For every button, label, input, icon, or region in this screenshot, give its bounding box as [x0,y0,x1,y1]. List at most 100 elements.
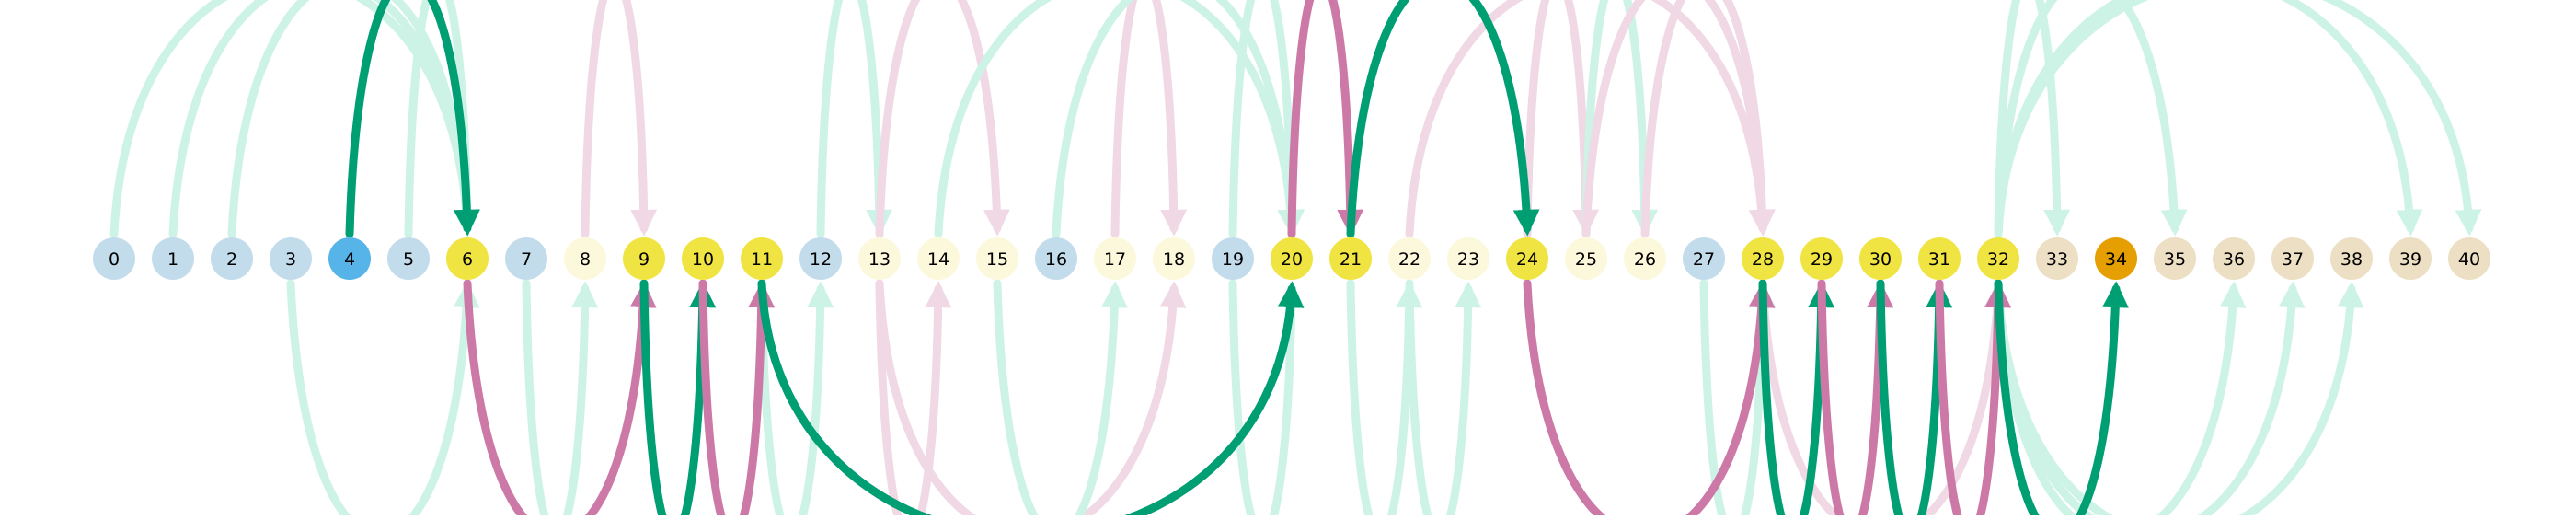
edge-27-to-28 [1699,279,1777,520]
edge-9-to-10 [639,279,717,520]
node-circle [1800,237,1843,280]
node-label: 16 [1045,249,1067,270]
node: 13 [858,237,901,280]
edge-24-to-25 [1523,0,1600,238]
edge-30-to-31 [1876,279,1953,520]
node-label: 29 [1811,249,1833,270]
node-label: 19 [1222,249,1244,270]
node-label: 26 [1634,249,1656,270]
node-label: 30 [1869,249,1892,270]
node-circle [2448,237,2490,280]
node-circle [93,237,135,280]
node-label: 25 [1575,249,1597,270]
edge-29-to-30 [1817,279,1894,520]
node-circle [1683,237,1725,280]
node-circle [1388,237,1431,280]
node: 1 [152,237,194,280]
node: 36 [2213,237,2255,280]
node-label: 0 [109,249,120,270]
node-label: 3 [285,249,296,270]
faint-edges-layer [109,0,2482,520]
edge-32-to-34 [1994,279,2129,520]
edge-19-to-20 [1228,0,1305,238]
node: 31 [1918,237,1961,280]
node-circle [799,237,842,280]
node-label: 35 [2164,249,2186,270]
node-circle [917,237,960,280]
node: 27 [1683,237,1725,280]
node-circle [1742,237,1784,280]
edge-31-to-32 [1935,279,2012,520]
node-circle [2154,237,2196,280]
edge-13-to-18 [875,279,1187,520]
edge-3-to-6 [286,279,480,520]
node-circle [858,237,901,280]
node-label: 32 [1987,249,2009,270]
edge-13-to-15 [875,0,1010,238]
node-label: 22 [1398,249,1420,270]
edge-28-to-29 [1758,279,1835,520]
node: 23 [1447,237,1489,280]
node-label: 34 [2105,249,2127,270]
node: 15 [976,237,1018,280]
node: 7 [505,237,547,280]
node-label: 4 [344,249,355,270]
node-circle [1329,237,1372,280]
node: 0 [93,237,135,280]
node-circle [976,237,1018,280]
edge-13-to-14 [875,279,952,520]
node: 19 [1212,237,1254,280]
node: 21 [1329,237,1372,280]
node: 40 [2448,237,2490,280]
node: 34 [2095,237,2137,280]
edge-4-to-6 [345,0,480,238]
edge-32-to-35 [1994,0,2188,238]
node: 16 [1035,237,1077,280]
edge-8-to-9 [581,0,658,238]
node: 11 [741,237,783,280]
node: 30 [1859,237,1902,280]
node: 22 [1388,237,1431,280]
edge-12-to-13 [816,0,893,238]
edge-25-to-26 [1581,0,1659,238]
node-label: 40 [2458,249,2480,270]
node: 26 [1624,237,1666,280]
node-circle [2389,237,2432,280]
node-label: 7 [521,249,532,270]
node-label: 9 [638,249,650,270]
node: 6 [446,237,489,280]
node-circle [2271,237,2314,280]
edge-5-to-6 [404,0,481,238]
node-label: 11 [751,249,773,270]
node: 14 [917,237,960,280]
node-circle [2330,237,2373,280]
node-label: 36 [2223,249,2245,270]
edge-32-to-40 [1994,0,2482,238]
edge-32-to-38 [1994,279,2364,520]
node: 18 [1153,237,1195,280]
node-label: 33 [2046,249,2068,270]
node-circle [387,237,430,280]
node-circle [1212,237,1254,280]
edge-6-to-9 [463,279,657,520]
edge-7-to-8 [522,279,599,520]
node: 32 [1977,237,2019,280]
node-circle [1977,237,2019,280]
edge-19-to-20 [1228,279,1305,520]
node: 28 [1742,237,1784,280]
node-circle [1153,237,1195,280]
node: 10 [682,237,724,280]
edge-11-to-20 [757,279,1305,520]
node-label: 14 [927,249,949,270]
edge-28-to-32 [1758,279,2011,520]
edge-24-to-28 [1523,279,1776,520]
node-label: 10 [692,249,714,270]
edge-16-to-20 [1052,0,1305,238]
node-label: 28 [1752,249,1774,270]
node: 17 [1094,237,1136,280]
node: 33 [2036,237,2078,280]
node-label: 24 [1516,249,1538,270]
edge-11-to-12 [757,279,834,520]
